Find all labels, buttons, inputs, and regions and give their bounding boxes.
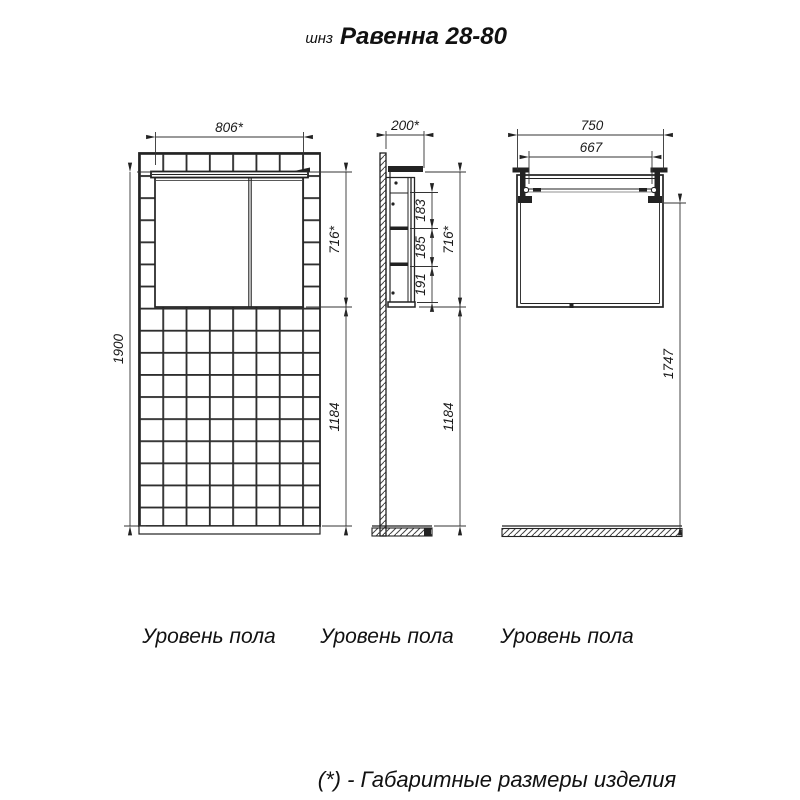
dim-label-depth: 200* [390, 118, 420, 133]
dim-label-hanger-height: 1747 [661, 348, 676, 379]
crown-corner-detail [292, 167, 310, 172]
cabinet-body [154, 176, 304, 308]
floor-section-side [371, 525, 433, 537]
floor-label-side: Уровень пола [319, 625, 453, 648]
fitting-dot [394, 181, 398, 185]
dim-label-side-clearance: 1184 [441, 402, 456, 431]
rail-clip-left [533, 188, 541, 192]
rail-clip-right [639, 188, 647, 192]
dim-wall-height: 1900 [111, 162, 153, 536]
drawing-title: шнз Равенна 28-80 [305, 23, 507, 50]
dim-label-hanger-span: 667 [580, 140, 603, 155]
dim-label-rear-width: 750 [581, 118, 604, 133]
wall-base-strip [138, 525, 321, 535]
dim-label-compartment-3: 191 [413, 273, 428, 296]
cabinet-rear-body [516, 174, 664, 308]
cabinet-bottom-side [387, 301, 416, 308]
dim-label-front-clearance: 1184 [327, 402, 342, 431]
bottom-joint-mark [569, 303, 574, 308]
dim-front-clearance: 1184 [322, 297, 352, 536]
dim-side-clearance: 1184 [434, 297, 466, 536]
cabinet-side [385, 166, 423, 308]
floor-label-front: Уровень пола [141, 625, 275, 648]
dim-hanger-height: 1747 [661, 193, 686, 536]
cabinet-rear [512, 167, 668, 308]
dim-label-compartment-1: 183 [413, 199, 428, 222]
hanger-bracket-left [512, 167, 532, 203]
title-model: Равенна 28-80 [340, 23, 508, 50]
shelf-2 [390, 262, 408, 266]
hanger-bracket-right [648, 167, 668, 203]
side-view: 200* 183 185 191 716* 1184 Уровень пола [319, 118, 466, 648]
fitting-dot [391, 291, 395, 295]
dim-label-front-width: 806* [215, 120, 244, 135]
wall-section [379, 152, 387, 537]
dim-label-compartment-2: 185 [413, 236, 428, 259]
title-prefix: шнз [305, 30, 333, 47]
shelf-1 [390, 226, 408, 230]
cabinet-front [150, 167, 310, 308]
fitting-dot [391, 202, 395, 206]
dim-hanger-span: 667 [519, 140, 662, 184]
dim-side-height: 716* [419, 162, 466, 317]
rear-view: 750 667 1747 Уровень пола [499, 118, 686, 648]
dim-label-front-height: 716* [327, 225, 342, 254]
front-view: 806* 1900 716* 1184 Уровень пола [111, 120, 352, 648]
dim-label-side-height: 716* [441, 225, 456, 254]
dim-front-height: 716* [306, 162, 352, 317]
crown-side [388, 166, 423, 172]
adjuster-screw-left [522, 186, 530, 194]
floor-label-rear: Уровень пола [499, 625, 633, 648]
dim-rear-width: 750 [508, 118, 673, 170]
footnote: (*) - Габаритные размеры изделия [318, 767, 677, 792]
dim-compartments: 183 185 191 [410, 183, 438, 312]
dim-depth: 200* [376, 118, 434, 168]
dim-label-wall-height: 1900 [111, 333, 126, 364]
adjuster-screw-right [650, 186, 658, 194]
dim-front-width: 806* [146, 120, 313, 165]
